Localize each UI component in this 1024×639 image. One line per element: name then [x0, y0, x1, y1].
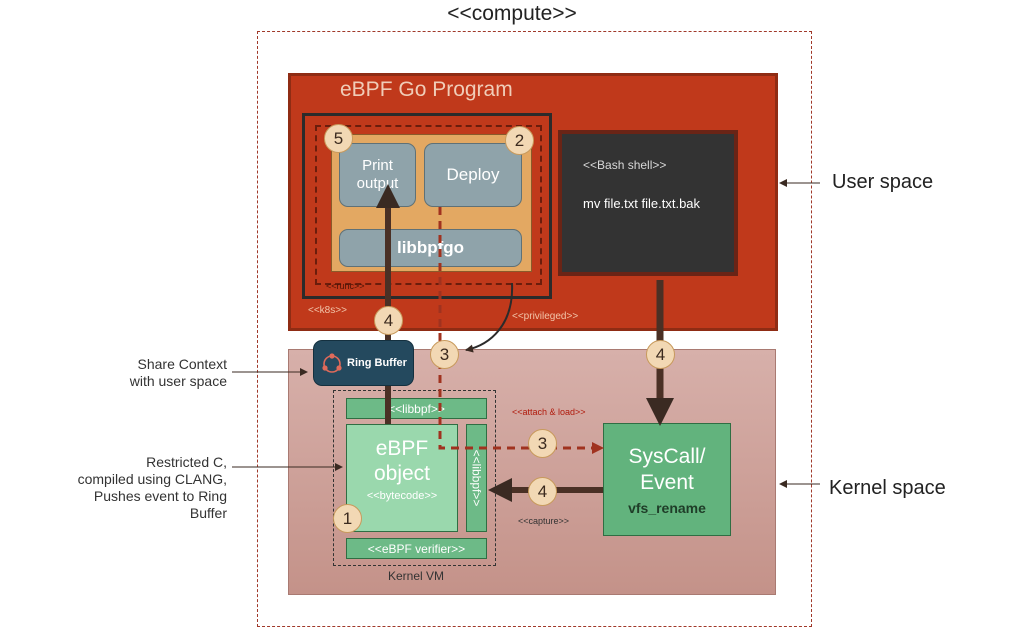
ring-buffer-icon: [322, 353, 342, 373]
kernel-space-label: Kernel space: [829, 477, 946, 499]
step-3-badge: 3: [430, 340, 459, 369]
capture-label: <<capture>>: [518, 516, 570, 526]
compute-boundary: [257, 31, 812, 627]
restricted-c-label: Restricted C, compiled using CLANG, Push…: [77, 454, 227, 521]
runc-label: <<runc>>: [326, 281, 365, 291]
step-4-bash-badge: 4: [646, 340, 675, 369]
print-output-block: Print output: [339, 143, 416, 207]
privileged-label: <<privileged>>: [512, 311, 579, 322]
share-context-label: Share Context with user space: [129, 356, 227, 389]
ebpf-object-block: eBPF object <<bytecode>>: [346, 424, 458, 532]
ebpf-object-title: eBPF object: [373, 437, 431, 485]
libbpf-bar: <<libbpf>>: [346, 398, 487, 419]
runc-container-box: [315, 125, 542, 285]
step-2-badge: 2: [505, 126, 534, 155]
ring-buffer-block: Ring Buffer: [313, 340, 414, 386]
program-title: eBPF Go Program: [340, 78, 513, 101]
deploy-attach-arrow: [438, 207, 604, 454]
bash-shell-box: [558, 130, 738, 276]
libbpfgo-block: libbpfgo: [339, 229, 522, 267]
syscall-event-block: SysCall/ Event vfs_rename: [603, 423, 731, 536]
ebpf-verifier-bar: <<eBPF verifier>>: [346, 538, 487, 559]
libbpf-vertical-bar: <<libbpf>>: [466, 424, 487, 532]
bash-command: mv file.txt file.txt.bak: [583, 196, 701, 211]
deploy-block: Deploy: [424, 143, 522, 207]
step-1-badge: 1: [333, 504, 362, 533]
k8s-container-box: [302, 113, 552, 299]
step-5-badge: 5: [324, 124, 353, 153]
privileged-curve-arrow: [465, 282, 514, 353]
user-space-label: User space: [832, 171, 934, 193]
ring-buffer-label: Ring Buffer: [347, 357, 407, 369]
kernel-vm-label: Kernel VM: [388, 569, 445, 583]
syscall-title: SysCall/ Event: [628, 444, 706, 494]
k8s-label: <<k8s>>: [308, 305, 347, 316]
step-3-attach-badge: 3: [528, 429, 557, 458]
compute-label: <<compute>>: [447, 2, 577, 25]
attach-load-label: <<attach & load>>: [512, 407, 586, 417]
bash-shell-label: <<Bash shell>>: [583, 158, 667, 172]
ebpf-object-bytecode-label: <<bytecode>>: [366, 490, 438, 502]
step-4-capture-badge: 4: [528, 477, 557, 506]
step-4-user-badge: 4: [374, 306, 403, 335]
vfs-rename-label: vfs_rename: [628, 499, 706, 516]
